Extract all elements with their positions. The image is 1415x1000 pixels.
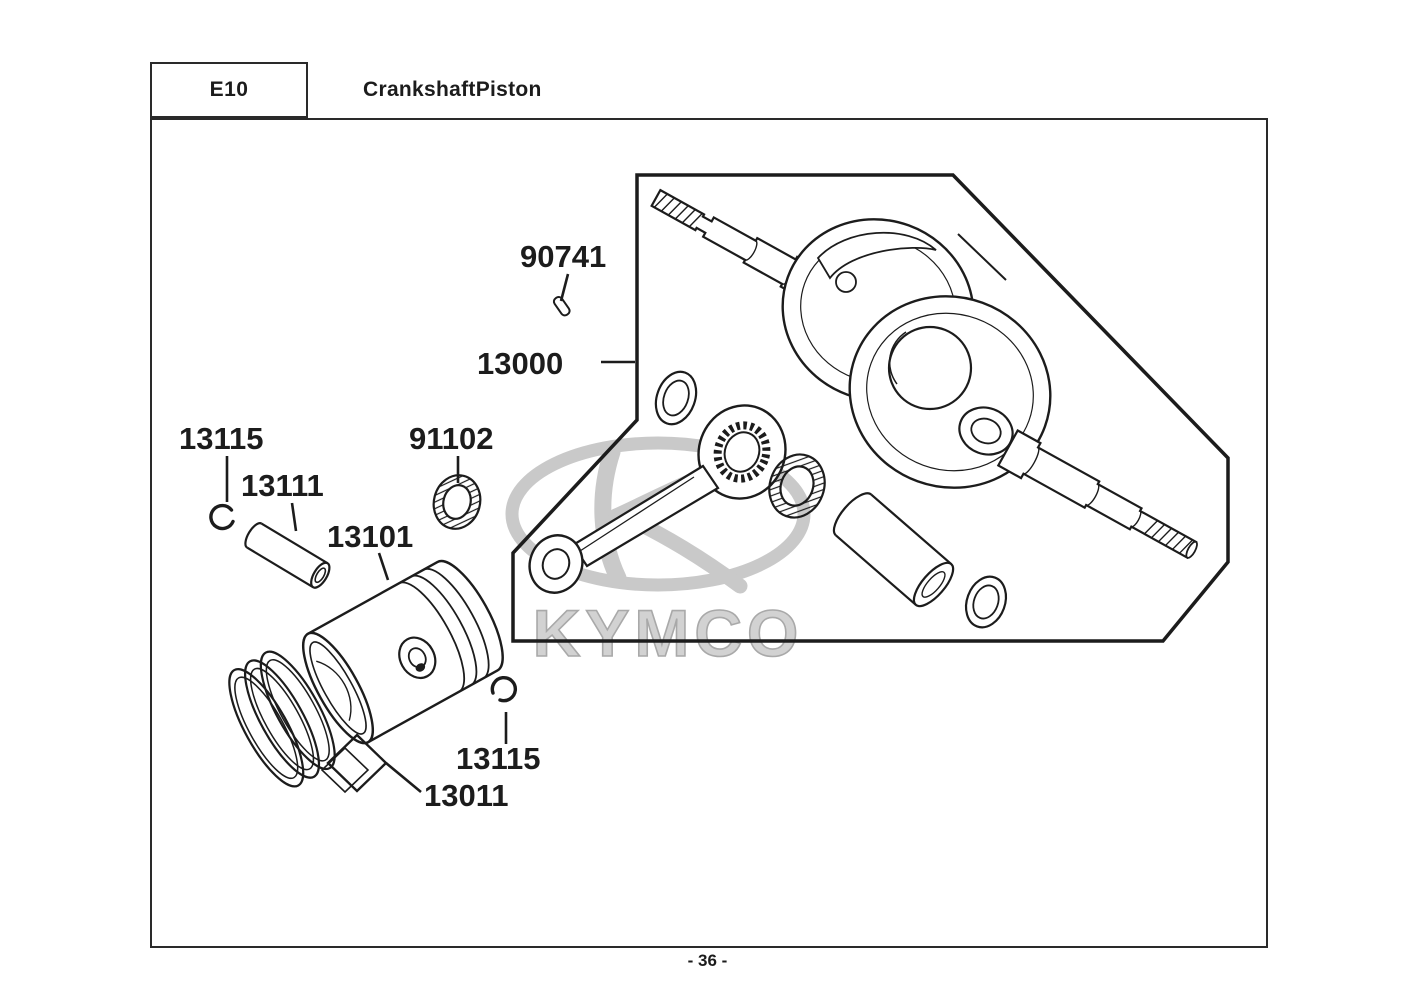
small-end-needle-bearing xyxy=(432,474,482,530)
diagram-frame xyxy=(150,118,1268,948)
web-balance-cutout xyxy=(816,231,937,280)
web-rim-connector xyxy=(957,233,1007,281)
part-label-13115-top: 13115 xyxy=(179,421,264,456)
watermark-k-stem xyxy=(594,443,627,587)
leader-90741 xyxy=(559,273,570,302)
circlip-bottom xyxy=(490,675,518,703)
page-title: CrankshaftPiston xyxy=(363,78,542,101)
big-end-needle-bearing xyxy=(768,453,826,519)
thrust-washer-right xyxy=(964,575,1008,629)
part-label-91102: 91102 xyxy=(409,421,494,456)
leader-13011 xyxy=(385,761,422,794)
part-label-90741: 90741 xyxy=(520,239,606,274)
leader-13111 xyxy=(290,502,298,532)
piston-assembly xyxy=(209,474,518,794)
thrust-washer-left xyxy=(654,370,698,426)
watermark-brand-text: KYMCO xyxy=(533,596,804,670)
part-label-13011: 13011 xyxy=(424,778,509,813)
section-code: E10 xyxy=(209,78,249,101)
piston-rings xyxy=(228,650,336,788)
connecting-rod xyxy=(528,404,787,594)
crankshaft-assembly xyxy=(528,188,1198,629)
web-hole xyxy=(835,271,857,293)
part-labels: 90741 13000 13115 13111 91102 13101 1311… xyxy=(179,239,606,813)
circlip-left xyxy=(209,503,235,531)
big-end-serrations xyxy=(713,421,771,483)
ring-set-diamond-marker xyxy=(320,733,388,794)
thread-hatching xyxy=(1143,520,1194,554)
crank-web-front xyxy=(848,295,1052,489)
assembly-boundary-outline xyxy=(511,173,1230,643)
crankshaft-right-shaft xyxy=(996,429,1198,560)
part-label-13115-bottom: 13115 xyxy=(456,741,541,776)
rod-shank xyxy=(571,464,720,568)
section-code-box: E10 xyxy=(150,62,308,118)
piston-skirt-opening xyxy=(302,631,374,745)
piston xyxy=(302,559,504,745)
crank-pin xyxy=(832,492,955,608)
part-label-13000: 13000 xyxy=(477,346,563,381)
leader-lines xyxy=(225,273,635,794)
kymco-watermark: KYMCO xyxy=(505,436,811,671)
thread-hatching xyxy=(653,193,703,228)
page-number: - 36 - xyxy=(687,951,728,970)
part-label-13101: 13101 xyxy=(327,519,413,554)
piston-pin xyxy=(244,522,331,589)
leader-13101 xyxy=(377,552,390,581)
ring-grooves xyxy=(398,567,490,693)
crank-pin-hole xyxy=(887,325,973,411)
woodruff-key xyxy=(552,295,571,317)
part-label-13111: 13111 xyxy=(241,468,324,503)
